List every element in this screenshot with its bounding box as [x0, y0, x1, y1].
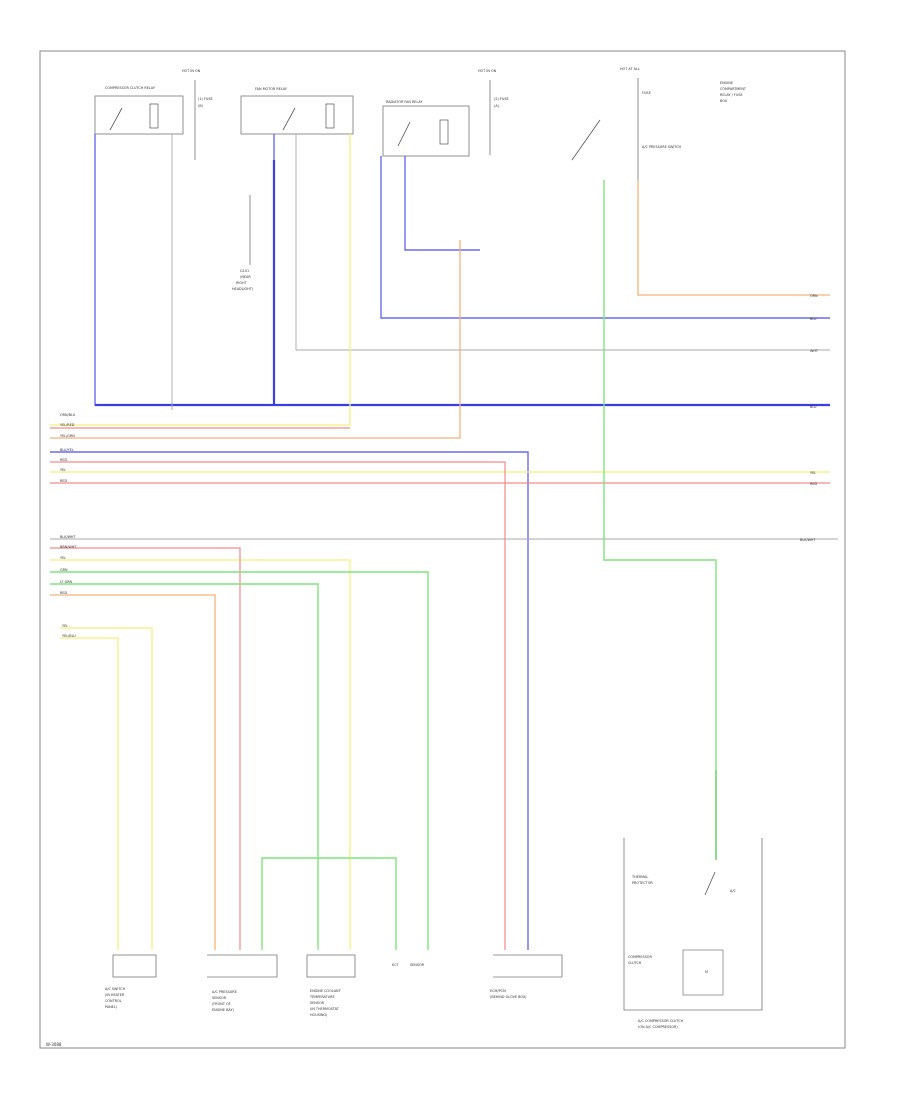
wire-blue-main — [50, 134, 830, 950]
left-edge-wire-labels: ORN/BLU YEL/RED YEL/GRN BLU/YEL RED YEL … — [60, 413, 77, 638]
pressure-switch-label: A/C PRESSURE SWITCH — [642, 145, 682, 149]
ac-switch-line-2: (IN HEATER — [105, 993, 125, 997]
engine-coolant-sensor-component: ENGINE COOLANT TEMPERATURE SENSOR (IN TH… — [306, 954, 356, 1017]
ac-pressure-switch: A/C PRESSURE SWITCH — [571, 119, 682, 161]
wire-label-yel-blu: YEL/BLU — [62, 634, 76, 638]
wire-label-yel: YEL — [60, 468, 66, 472]
wire-green — [50, 180, 717, 950]
right-label-orn: ORN — [810, 294, 818, 298]
fuse-middle-line-3: (A) — [494, 104, 500, 108]
ac-compressor-component: THERMAL PROTECTOR A/C COMPRESSOR CLUTCH … — [623, 838, 763, 1029]
right-label-wht: WHT — [810, 349, 819, 353]
ac-switch-line-3: CONTROL — [105, 999, 122, 1003]
wire-label-orn-blu: ORN/BLU — [60, 413, 76, 417]
motor-label: M — [705, 970, 708, 974]
ect-small-line-1: ECT — [392, 963, 400, 967]
compressor-relay-label: COMPRESSOR CLUTCH RELAY — [105, 86, 156, 90]
thermal-protector-line-2: PROTECTOR — [632, 881, 653, 885]
fan-motor-relay: FAN MOTOR RELAY — [240, 87, 354, 135]
wire-label-grn: GRN — [60, 568, 68, 572]
pressure-sensor-line-3: (FRONT OF — [212, 1002, 231, 1006]
right-label-blu-2: BLU — [810, 405, 817, 409]
ect-small-line-2: SENSOR — [410, 963, 425, 967]
fuse-left-line-3: (B) — [198, 104, 204, 108]
ac-switch-component: A/C SWITCH (IN HEATER CONTROL PANEL) — [105, 954, 157, 1009]
wire-orange — [50, 180, 830, 950]
fuse-middle-line-2: (2) FUSE — [494, 97, 509, 101]
ect-line-1: ENGINE COOLANT — [310, 989, 342, 993]
ac-pressure-sensor-component: A/C PRESSURE SENSOR (FRONT OF ENGINE BAY… — [207, 954, 278, 1012]
fuse-right-line-2: FUSE — [642, 91, 651, 95]
thermal-protector-line-1: THERMAL — [631, 875, 648, 879]
ect-small-label: ECT SENSOR — [392, 963, 425, 967]
right-label-blu-1: BLU — [810, 317, 817, 321]
ect-line-5: HOUSING) — [310, 1013, 328, 1017]
fuse-left-line-1: HOT IN ON — [182, 69, 201, 73]
ecm-line-2: (BEHIND GLOVE BOX) — [490, 995, 527, 999]
fan-relay-label: FAN MOTOR RELAY — [255, 87, 288, 91]
wire-label-yel-low: YEL — [62, 624, 68, 628]
right-label-blk-wht: BLK/WHT — [800, 538, 816, 542]
compressor-line-1: A/C COMPRESSOR CLUTCH — [638, 1019, 684, 1023]
wire-label-red-2: RED — [60, 479, 67, 483]
pressure-sensor-line-1: A/C PRESSURE — [212, 990, 237, 994]
wire-yellow — [50, 134, 830, 950]
fuse-right: HOT AT ALL FUSE — [620, 67, 651, 180]
footer-code: W-3088 — [46, 1042, 62, 1047]
relay-box-note: ENGINE COMPARTMENT RELAY / FUSE BOX — [720, 81, 747, 103]
ground-line-4: HEADLIGHT) — [232, 287, 254, 291]
right-label-yel: YEL — [810, 471, 816, 475]
wire-blue-thick — [95, 160, 830, 407]
fuse-middle-line-1: HOT IN ON — [478, 69, 497, 73]
fuse-left-line-2: (1) FUSE — [198, 97, 213, 101]
clutch-line-1: COMPRESSOR — [628, 955, 652, 959]
ground-line-1: G101 — [240, 269, 249, 273]
diagram-border — [39, 50, 846, 1049]
compressor-line-2: (ON A/C COMPRESSOR) — [638, 1025, 678, 1029]
note-line-4: BOX — [720, 99, 728, 103]
note-line-3: RELAY / FUSE — [720, 93, 743, 97]
fuse-right-line-1: HOT AT ALL — [620, 67, 640, 71]
wire-gray — [50, 134, 838, 540]
ect-line-3: SENSOR — [310, 1001, 325, 1005]
ect-line-2: TEMPERATURE — [309, 995, 335, 999]
ground-line-2: (NEAR — [240, 275, 251, 279]
pressure-sensor-line-4: ENGINE BAY) — [212, 1008, 235, 1012]
wire-label-yel-red: YEL/RED — [60, 423, 75, 427]
ground-note: G101 (NEAR RIGHT HEADLIGHT) — [232, 195, 254, 291]
ground-line-3: RIGHT — [236, 281, 248, 285]
wire-label-lt-grn: LT GRN — [60, 580, 73, 584]
ect-line-4: (IN THERMOSTAT — [310, 1007, 340, 1011]
wire-label-yel-mid: YEL — [60, 556, 66, 560]
ecm-line-1: ECM/PCM — [490, 989, 506, 993]
radiator-fan-relay: RADIATOR FAN RELAY — [382, 100, 470, 157]
clutch-line-2: CLUTCH — [628, 961, 642, 965]
wire-label-yel-grn: YEL/GRN — [60, 434, 75, 438]
fuse-left: HOT IN ON (1) FUSE (B) — [182, 69, 213, 160]
compressor-clutch-relay: COMPRESSOR CLUTCH RELAY — [94, 86, 184, 135]
ac-switch-line-4: PANEL) — [105, 1005, 118, 1009]
note-line-2: COMPARTMENT — [720, 87, 747, 91]
pressure-sensor-line-2: SENSOR — [212, 996, 227, 1000]
wire-label-red-1: RED — [60, 458, 67, 462]
fuse-middle: HOT IN ON (2) FUSE (A) — [478, 69, 509, 155]
rad-relay-label: RADIATOR FAN RELAY — [386, 100, 423, 104]
ecm-pcm-component: ECM/PCM (BEHIND GLOVE BOX) — [490, 954, 563, 999]
ac-thermal-label: A/C — [730, 889, 736, 893]
right-edge-wire-labels: ORN BLU WHT BLU YEL RED BLK/WHT — [800, 294, 819, 542]
ac-switch-line-1: A/C SWITCH — [105, 987, 126, 991]
wire-label-blk-wht: BLK/WHT — [60, 535, 76, 539]
wire-label-blu-yel: BLU/YEL — [60, 448, 74, 452]
wire-label-brn-wht: BRN/WHT — [60, 545, 77, 549]
wire-label-red-mid: RED — [60, 591, 67, 595]
right-label-red: RED — [810, 482, 817, 486]
wire-red — [50, 427, 830, 950]
note-line-1: ENGINE — [720, 81, 733, 85]
